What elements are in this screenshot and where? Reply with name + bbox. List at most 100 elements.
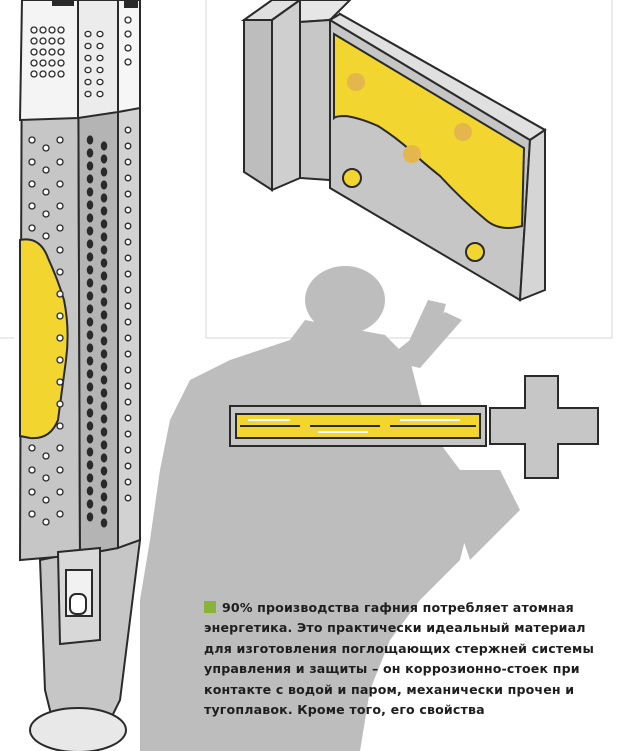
perforation-hole: [57, 37, 65, 45]
perforation-hole: [57, 70, 65, 78]
perforation-hole: [124, 44, 132, 52]
perforation-hole: [100, 206, 108, 216]
perforation-hole: [28, 488, 36, 496]
perforation-hole: [124, 430, 132, 438]
perforation-hole: [100, 349, 108, 359]
perforation-hole: [42, 144, 50, 152]
perforation-hole: [39, 70, 47, 78]
perforation-hole: [100, 505, 108, 515]
perforation-hole: [28, 180, 36, 188]
perforation-hole: [86, 187, 94, 197]
perforation-hole: [86, 356, 94, 366]
perforation-hole: [100, 297, 108, 307]
perforation-hole: [124, 206, 132, 214]
perforation-hole: [86, 226, 94, 236]
perforation-hole: [84, 54, 92, 62]
perforation-hole: [39, 37, 47, 45]
perforation-hole: [84, 30, 92, 38]
perforation-hole: [84, 78, 92, 86]
perforation-hole: [96, 30, 104, 38]
perforation-hole: [56, 158, 64, 166]
perforation-hole: [100, 479, 108, 489]
perforation-hole: [100, 362, 108, 372]
perforation-hole: [42, 166, 50, 174]
green-bullet-icon: [204, 601, 216, 613]
perforation-hole: [86, 161, 94, 171]
perforation-hole: [124, 238, 132, 246]
perforation-hole: [56, 334, 64, 342]
perforation-hole: [56, 136, 64, 144]
perforation-hole: [42, 474, 50, 482]
perforation-hole: [100, 427, 108, 437]
perforation-hole: [28, 224, 36, 232]
perforation-hole: [86, 213, 94, 223]
perforation-hole: [86, 499, 94, 509]
perforation-hole: [100, 310, 108, 320]
perforation-hole: [100, 271, 108, 281]
perforation-hole: [86, 434, 94, 444]
perforation-hole: [39, 59, 47, 67]
perforation-hole: [124, 222, 132, 230]
perforation-hole: [86, 447, 94, 457]
perforation-hole: [100, 180, 108, 190]
perforation-hole: [124, 126, 132, 134]
perforation-hole: [124, 318, 132, 326]
perforation-hole: [56, 444, 64, 452]
perforation-hole: [96, 66, 104, 74]
perforation-hole: [124, 286, 132, 294]
perforation-hole: [42, 518, 50, 526]
perforation-hole: [86, 486, 94, 496]
perforation-hole: [42, 210, 50, 218]
perforation-hole: [86, 252, 94, 262]
caption-text: 90% производства гафния потребляет атомн…: [204, 600, 594, 718]
perforation-hole: [124, 174, 132, 182]
perforation-hole: [56, 180, 64, 188]
perforation-hole: [86, 239, 94, 249]
perforation-hole: [28, 202, 36, 210]
perforation-hole: [28, 136, 36, 144]
perforation-hole: [56, 488, 64, 496]
perforation-hole: [100, 245, 108, 255]
perforation-hole: [56, 290, 64, 298]
perforation-hole: [56, 356, 64, 364]
perforation-hole: [124, 30, 132, 38]
perforation-hole: [86, 304, 94, 314]
perforation-hole: [42, 188, 50, 196]
perforation-hole: [100, 492, 108, 502]
perforation-hole: [39, 48, 47, 56]
rod-perforations: [28, 16, 132, 528]
perforation-hole: [56, 510, 64, 518]
perforation-hole: [86, 421, 94, 431]
perforation-hole: [86, 330, 94, 340]
perforation-hole: [124, 334, 132, 342]
perforation-hole: [100, 466, 108, 476]
perforation-hole: [57, 59, 65, 67]
perforation-hole: [124, 142, 132, 150]
perforation-hole: [56, 246, 64, 254]
perforation-hole: [48, 59, 56, 67]
perforation-hole: [56, 202, 64, 210]
perforation-hole: [124, 462, 132, 470]
perforation-hole: [124, 414, 132, 422]
perforation-hole: [28, 466, 36, 474]
perforation-hole: [100, 453, 108, 463]
perforation-hole: [86, 135, 94, 145]
perforation-hole: [86, 512, 94, 522]
perforation-hole: [84, 66, 92, 74]
perforation-hole: [86, 200, 94, 210]
perforation-hole: [30, 48, 38, 56]
perforation-hole: [56, 224, 64, 232]
perforation-hole: [86, 317, 94, 327]
perforation-hole: [100, 284, 108, 294]
perforation-hole: [84, 42, 92, 50]
perforation-hole: [100, 388, 108, 398]
perforation-hole: [100, 440, 108, 450]
perforation-hole: [124, 478, 132, 486]
rod-cross-section: [229, 375, 599, 479]
perforation-hole: [48, 70, 56, 78]
caption-text-block: 90% производства гафния потребляет атомн…: [204, 598, 616, 720]
perforation-hole: [86, 473, 94, 483]
perforation-hole: [56, 422, 64, 430]
perforation-hole: [42, 452, 50, 460]
